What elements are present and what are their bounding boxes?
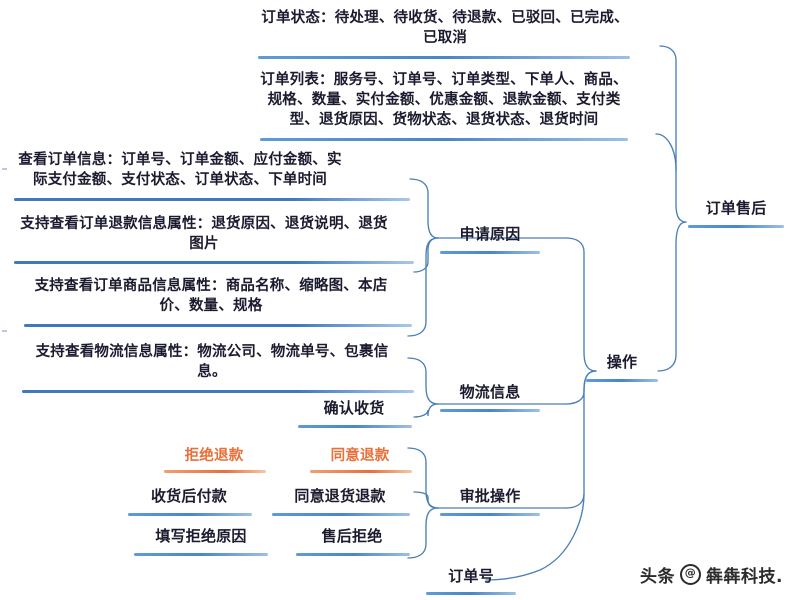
- branch-refund-info-underline: [14, 261, 414, 264]
- hub-logistics-underline: [440, 409, 540, 412]
- branch-refund-info[interactable]: 支持查看订单退款信息属性：退货原因、退货说明、退货图片: [20, 216, 388, 252]
- node-refuse-refund-underline: [164, 470, 266, 473]
- watermark-prefix: 头条: [640, 567, 675, 587]
- node-fill-refuse-reason-underline: [134, 553, 268, 556]
- branch-goods-info-underline: [24, 324, 412, 327]
- node-confirm-receipt[interactable]: 确认收货: [323, 399, 385, 417]
- node-aftersale-refuse[interactable]: 售后拒绝: [321, 527, 383, 545]
- scan-artifact: [2, 168, 7, 170]
- branch-order-list[interactable]: 订单列表：服务号、订单号、订单类型、下单人、商品、规格、数量、实付金额、优惠金额…: [260, 72, 628, 128]
- node-pay-after-receipt-underline: [128, 513, 252, 516]
- node-confirm-receipt-underline: [298, 425, 412, 428]
- at-sign-icon: @: [680, 564, 701, 585]
- hub-operation[interactable]: 操作: [606, 353, 638, 371]
- node-order-number[interactable]: 订单号: [448, 567, 494, 585]
- node-agree-return-refund-underline: [272, 513, 410, 516]
- root-node-order-aftersale[interactable]: 订单售后: [705, 199, 767, 217]
- branch-order-list-underline: [260, 138, 628, 141]
- branch-view-order-info-underline: [14, 198, 410, 201]
- hub-logistics[interactable]: 物流信息: [459, 383, 521, 401]
- node-agree-return-refund[interactable]: 同意退货退款: [294, 487, 386, 505]
- node-fill-refuse-reason[interactable]: 填写拒绝原因: [155, 527, 247, 545]
- branch-view-order-info[interactable]: 查看订单信息：订单号、订单金额、应付金额、实际支付金额、支付状态、订单状态、下单…: [18, 152, 342, 188]
- branch-logistics-info-underline: [22, 390, 414, 393]
- hub-apply-reason[interactable]: 申请原因: [459, 225, 521, 243]
- hub-approval[interactable]: 审批操作: [459, 487, 521, 505]
- node-order-number-underline: [426, 592, 516, 595]
- hub-operation-underline: [586, 379, 658, 382]
- hub-approval-underline: [440, 513, 540, 516]
- hub-apply-reason-underline: [440, 251, 540, 254]
- branch-order-status[interactable]: 订单状态：待处理、待收货、待退款、已驳回、已完成、已取消: [261, 10, 629, 46]
- node-agree-refund-underline: [310, 470, 412, 473]
- node-agree-refund[interactable]: 同意退款: [330, 448, 390, 464]
- branch-logistics-info[interactable]: 支持查看物流信息属性：物流公司、物流单号、包裹信息。: [35, 344, 389, 380]
- branch-order-status-underline: [258, 56, 630, 59]
- node-pay-after-receipt[interactable]: 收货后付款: [150, 487, 227, 505]
- root-node-underline: [688, 225, 784, 228]
- node-refuse-refund[interactable]: 拒绝退款: [184, 448, 244, 464]
- watermark: 头条 @ 犇犇科技.: [640, 562, 783, 587]
- watermark-name: 犇犇科技.: [706, 567, 783, 587]
- scan-artifact: [2, 330, 7, 332]
- branch-goods-info[interactable]: 支持查看订单商品信息属性：商品名称、缩略图、本店价、数量、规格: [34, 278, 388, 314]
- node-aftersale-refuse-underline: [296, 553, 410, 556]
